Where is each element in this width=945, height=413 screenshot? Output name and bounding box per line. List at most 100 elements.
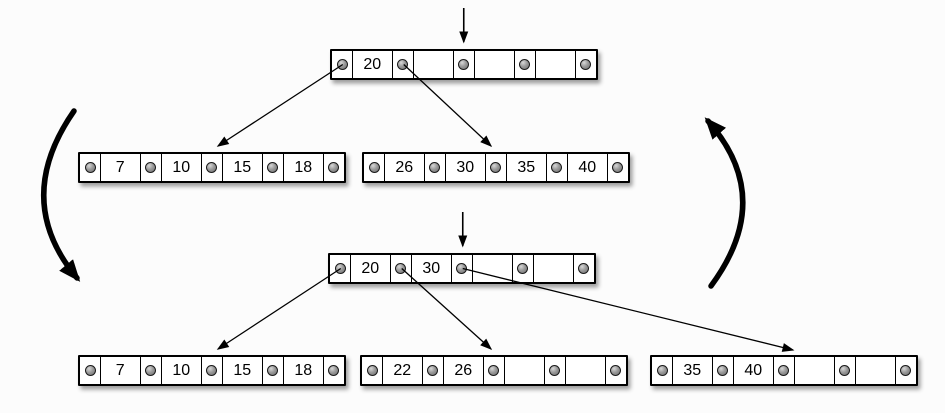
pointer-ball-icon <box>458 59 470 70</box>
pointer-ball-icon <box>490 162 502 173</box>
pointer-ball-icon <box>612 162 624 173</box>
pointer-ball-icon <box>206 365 218 376</box>
key-cell: 20 <box>350 255 390 282</box>
pointer-ball-icon <box>839 365 851 376</box>
pointer-cell <box>389 255 412 282</box>
pointer-cell <box>322 357 345 384</box>
pointer-cell <box>80 154 100 181</box>
key-cell: 15 <box>222 357 262 384</box>
pointer-cell <box>772 357 795 384</box>
pointer-cell <box>423 154 446 181</box>
key-cell <box>533 255 573 282</box>
key-cell <box>535 51 575 78</box>
key-cell: 18 <box>283 357 323 384</box>
pointer-cell <box>80 357 100 384</box>
pointer-ball-icon <box>517 263 529 274</box>
pointer-cell <box>364 154 384 181</box>
pointer-cell <box>421 357 444 384</box>
key-cell <box>855 357 895 384</box>
pointer-cell <box>362 357 382 384</box>
key-cell: 30 <box>411 255 451 282</box>
pointer-ball-icon <box>267 365 279 376</box>
key-cell <box>794 357 834 384</box>
key-cell: 15 <box>222 154 262 181</box>
pointer-ball-icon <box>328 365 340 376</box>
node-before-leaf-right: 26 30 35 40 <box>362 152 630 183</box>
pointer-ball-icon <box>206 162 218 173</box>
pointer-cell <box>894 357 917 384</box>
pointer-cell <box>574 51 597 78</box>
pointer-cell <box>450 255 473 282</box>
pointer-ball-icon <box>610 365 622 376</box>
pointer-ball-icon <box>84 365 96 376</box>
pointer-ball-icon <box>549 365 561 376</box>
key-cell: 26 <box>384 154 424 181</box>
node-before-leaf-left: 7 10 15 18 <box>78 152 346 183</box>
key-cell <box>474 51 514 78</box>
key-cell: 18 <box>283 154 323 181</box>
key-cell <box>413 51 453 78</box>
key-cell <box>565 357 605 384</box>
pointer-ball-icon <box>656 365 668 376</box>
pointer-cell <box>604 357 627 384</box>
pointer-cell <box>200 357 223 384</box>
pointer-ball-icon <box>488 365 500 376</box>
key-cell: 10 <box>161 357 201 384</box>
pointer-cell <box>484 154 507 181</box>
pointer-ball-icon <box>900 365 912 376</box>
key-cell: 20 <box>352 51 392 78</box>
pointer-ball-icon <box>145 162 157 173</box>
key-cell: 30 <box>445 154 485 181</box>
pointer-cell <box>606 154 629 181</box>
pointer-cell <box>482 357 505 384</box>
pointer-ball-icon <box>397 59 409 70</box>
pointer-ball-icon <box>368 162 380 173</box>
key-cell: 35 <box>506 154 546 181</box>
pointer-cell <box>572 255 595 282</box>
pointer-arrow-before-root-to-left-leaf <box>216 63 344 147</box>
node-after-leaf-left: 7 10 15 18 <box>78 355 346 386</box>
pointer-cell <box>545 154 568 181</box>
pointer-ball-icon <box>519 59 531 70</box>
pointer-cell <box>330 255 350 282</box>
pointer-ball-icon <box>395 263 407 274</box>
pointer-ball-icon <box>145 365 157 376</box>
key-cell: 35 <box>672 357 712 384</box>
pointer-cell <box>711 357 734 384</box>
key-cell: 22 <box>382 357 422 384</box>
pointer-ball-icon <box>778 365 790 376</box>
pointer-cell <box>139 154 162 181</box>
key-cell <box>472 255 512 282</box>
pointer-cell <box>261 357 284 384</box>
pointer-ball-icon <box>551 162 563 173</box>
pointer-cell <box>513 51 536 78</box>
key-cell: 7 <box>100 357 140 384</box>
key-cell: 40 <box>733 357 773 384</box>
pointer-cell <box>200 154 223 181</box>
key-cell: 26 <box>443 357 483 384</box>
pointer-ball-icon <box>717 365 729 376</box>
pointer-ball-icon <box>580 59 592 70</box>
pointer-ball-icon <box>456 263 468 274</box>
pointer-cell <box>511 255 534 282</box>
pointer-cell <box>139 357 162 384</box>
node-after-leaf-right: 35 40 <box>650 355 918 386</box>
node-after-root: 20 30 <box>328 253 596 284</box>
cycle-arrow-down-icon <box>41 108 81 282</box>
pointer-ball-icon <box>334 263 346 274</box>
key-cell: 40 <box>567 154 607 181</box>
pointer-cell <box>452 51 475 78</box>
pointer-arrow-after-root-to-left-leaf <box>216 267 342 350</box>
pointer-ball-icon <box>366 365 378 376</box>
pointer-cell <box>543 357 566 384</box>
pointer-cell <box>833 357 856 384</box>
pointer-cell <box>391 51 414 78</box>
pointer-ball-icon <box>267 162 279 173</box>
pointer-ball-icon <box>336 59 348 70</box>
cycle-arrow-up-icon <box>704 117 746 289</box>
key-cell <box>504 357 544 384</box>
pointer-ball-icon <box>427 365 439 376</box>
pointer-ball-icon <box>429 162 441 173</box>
pointer-cell <box>332 51 352 78</box>
